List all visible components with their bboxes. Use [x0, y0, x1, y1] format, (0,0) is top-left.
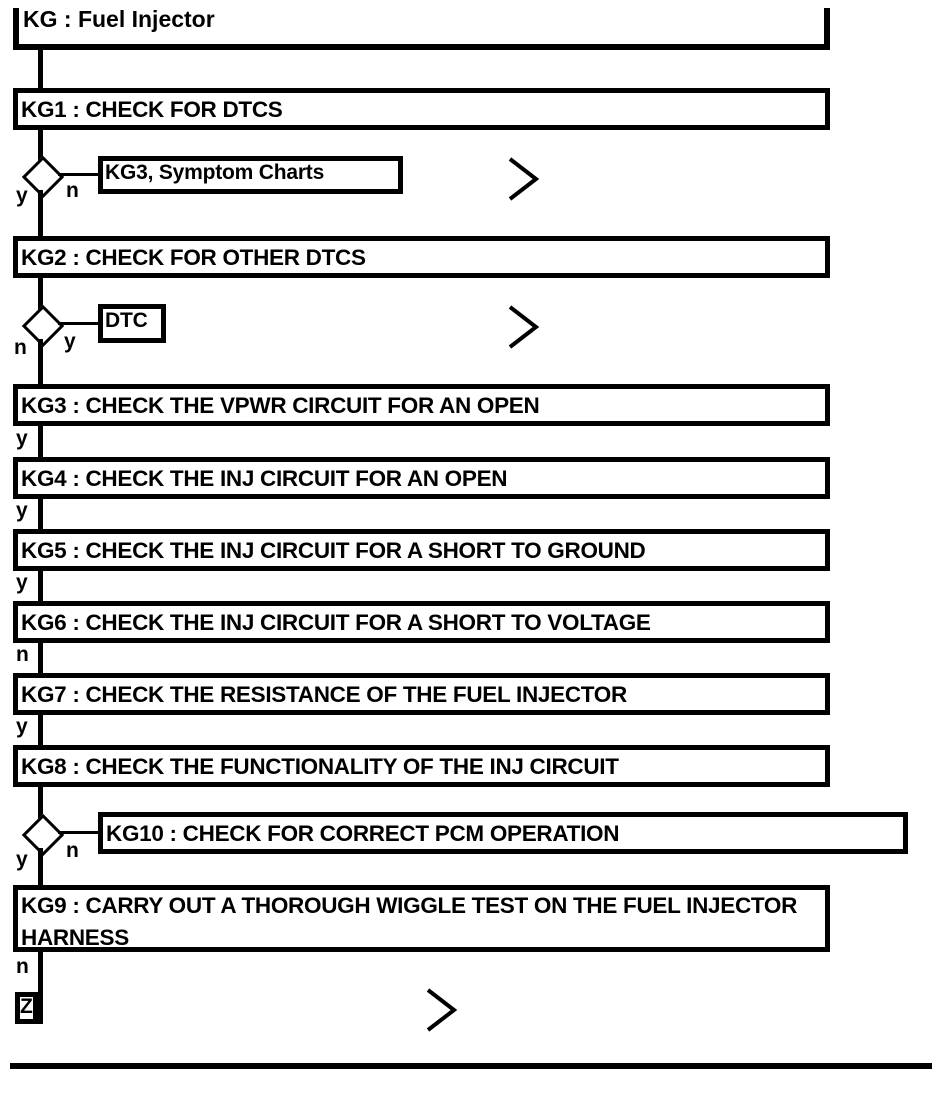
branch-label-kg9-no: n: [16, 955, 29, 978]
connector-decision1-no: [58, 173, 100, 176]
connector-decision2-yes: [58, 322, 100, 325]
step-label-kg5: KG5 : CHECK THE INJ CIRCUIT FOR A SHORT …: [21, 538, 646, 563]
connector-kg8-to-decision3: [38, 787, 43, 820]
connector-decision2-no: [38, 339, 43, 384]
connector-decision3-no: [58, 831, 100, 834]
branch-label-kg2-yes: y: [64, 330, 76, 353]
connector-kg1-to-decision1: [38, 130, 43, 162]
step-box-kg3[interactable]: KG3 : CHECK THE VPWR CIRCUIT FOR AN OPEN: [13, 384, 830, 426]
step-label-kg1: KG1 : CHECK FOR DTCS: [21, 97, 283, 122]
step-box-kg10[interactable]: KG10 : CHECK FOR CORRECT PCM OPERATION: [98, 812, 908, 854]
step-box-kg8[interactable]: KG8 : CHECK THE FUNCTIONALITY OF THE INJ…: [13, 745, 830, 787]
branch-label-kg4-yes: y: [16, 499, 28, 522]
branch-label-kg6-no: n: [16, 643, 29, 666]
diagram-title-box: KG : Fuel Injector: [13, 6, 830, 50]
branch-label-kg2-no: n: [14, 336, 27, 359]
chevron-right-icon: [426, 988, 458, 1032]
step-label-kg10: KG10 : CHECK FOR CORRECT PCM OPERATION: [106, 821, 620, 846]
step-box-kg2[interactable]: KG2 : CHECK FOR OTHER DTCS: [13, 236, 830, 278]
step-label-kg2: KG2 : CHECK FOR OTHER DTCS: [21, 245, 366, 270]
terminal-box-z[interactable]: Z: [15, 992, 38, 1024]
connector-kg3-to-kg4: [38, 426, 43, 458]
step-label-kg8: KG8 : CHECK THE FUNCTIONALITY OF THE INJ…: [21, 754, 619, 779]
branch-label-kg1-no: n: [66, 179, 79, 202]
branch-label-kg1-yes: y: [16, 184, 28, 207]
decision-diamond-kg8: [21, 813, 65, 857]
connector-kg7-to-kg8: [38, 715, 43, 746]
step-box-kg6[interactable]: KG6 : CHECK THE INJ CIRCUIT FOR A SHORT …: [13, 601, 830, 643]
decision-diamond-kg2: [21, 304, 65, 348]
decision-diamond-kg1: [21, 155, 65, 199]
step-box-kg4[interactable]: KG4 : CHECK THE INJ CIRCUIT FOR AN OPEN: [13, 457, 830, 499]
step-box-kg9[interactable]: KG9 : CARRY OUT A THOROUGH WIGGLE TEST O…: [13, 885, 830, 952]
page-bottom-rule: [10, 1063, 932, 1069]
chevron-right-icon: [508, 305, 540, 349]
branch-label-kg8-no: n: [66, 839, 79, 862]
step-label-kg4: KG4 : CHECK THE INJ CIRCUIT FOR AN OPEN: [21, 466, 508, 491]
connector-kg4-to-kg5: [38, 499, 43, 530]
branch-label-kg7-yes: y: [16, 715, 28, 738]
step-box-kg1[interactable]: KG1 : CHECK FOR DTCS: [13, 88, 830, 130]
step-label-kg6: KG6 : CHECK THE INJ CIRCUIT FOR A SHORT …: [21, 610, 651, 635]
connector-decision1-yes: [38, 190, 43, 236]
terminal-label-z: Z: [20, 995, 33, 1018]
step-label-kg7: KG7 : CHECK THE RESISTANCE OF THE FUEL I…: [21, 682, 627, 707]
connector-kg6-to-kg7: [38, 643, 43, 674]
reference-box-symptom-charts[interactable]: KG3, Symptom Charts: [98, 156, 403, 194]
chevron-right-icon: [508, 157, 540, 201]
connector-title-to-kg1: [38, 50, 43, 88]
step-box-kg5[interactable]: KG5 : CHECK THE INJ CIRCUIT FOR A SHORT …: [13, 529, 830, 571]
diagram-title: KG : Fuel Injector: [23, 6, 215, 32]
step-label-kg9: KG9 : CARRY OUT A THOROUGH WIGGLE TEST O…: [21, 893, 798, 950]
connector-decision3-yes: [38, 848, 43, 886]
connector-kg5-to-kg6: [38, 571, 43, 602]
connector-kg9-to-terminal: [38, 952, 43, 1024]
branch-label-kg3-yes: y: [16, 427, 28, 450]
reference-label-symptom-charts: KG3, Symptom Charts: [105, 161, 325, 184]
branch-label-kg5-yes: y: [16, 571, 28, 594]
connector-kg2-to-decision2: [38, 278, 43, 311]
reference-box-dtc[interactable]: DTC: [98, 304, 166, 343]
branch-label-kg8-yes: y: [16, 848, 28, 871]
step-box-kg7[interactable]: KG7 : CHECK THE RESISTANCE OF THE FUEL I…: [13, 673, 830, 715]
step-label-kg3: KG3 : CHECK THE VPWR CIRCUIT FOR AN OPEN: [21, 393, 540, 418]
reference-label-dtc: DTC: [105, 309, 148, 332]
